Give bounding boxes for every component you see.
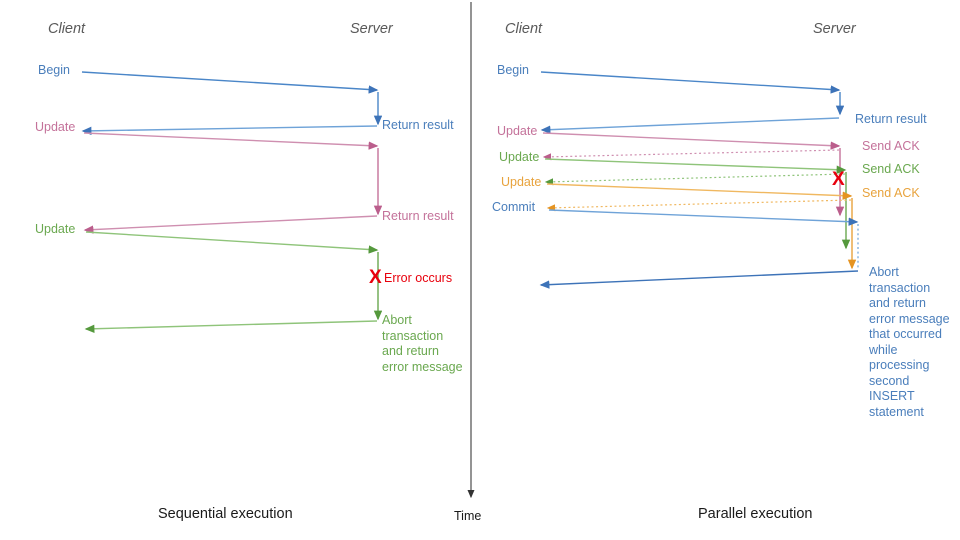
right-server-label-return-result: Return result [855, 112, 927, 126]
left-client-label-update-1: Update [35, 120, 76, 134]
right-server-label-send-ack-2: Send ACK [862, 162, 920, 176]
left-server-label-return-result-1: Return result [382, 118, 454, 132]
arrow-begin-request-p [540, 71, 841, 94]
left-server-label-error-occurs: Error occurs [384, 271, 453, 285]
arrow-abort-return [84, 320, 378, 333]
right-client-label-update-2: Update [499, 150, 540, 164]
left-abort-message: Abort transaction and return error messa… [382, 313, 463, 374]
right-error-x-icon: X [832, 169, 845, 190]
right-header-client: Client [505, 21, 543, 37]
left-header-client: Client [48, 21, 86, 37]
left-error-x-icon: X [369, 267, 382, 288]
arrow-update-2-request [85, 231, 379, 254]
left-panel-arrows [81, 71, 383, 333]
arrow-ack-1-p [542, 149, 840, 161]
right-panel-arrows [539, 71, 859, 289]
arrow-update-1-request-p [542, 132, 841, 150]
right-header-server: Server [813, 21, 856, 37]
right-server-label-send-ack-3: Send ACK [862, 186, 920, 200]
arrow-update-3-request-p [546, 183, 853, 200]
arrow-return-result-1 [81, 125, 378, 136]
arrow-ack-2-p [544, 173, 846, 186]
right-panel-caption: Parallel execution [698, 506, 813, 522]
arrow-abort-return-p [539, 270, 859, 289]
right-client-label-update-3: Update [501, 175, 542, 189]
arrow-return-result-p [540, 117, 840, 134]
right-client-label-begin: Begin [497, 63, 529, 77]
arrow-update-1-request [83, 132, 379, 150]
left-panel-caption: Sequential execution [158, 506, 293, 522]
arrow-begin-request [81, 71, 379, 94]
time-axis-label: Time [454, 509, 482, 523]
right-server-label-send-ack-1: Send ACK [862, 139, 920, 153]
left-client-label-update-2: Update [35, 222, 76, 236]
left-client-label-begin: Begin [38, 63, 70, 77]
arrow-update-2-request-p [544, 158, 847, 174]
arrow-return-result-2 [83, 215, 378, 234]
left-header-server: Server [350, 21, 393, 37]
right-abort-message: Abort transaction and return error messa… [869, 265, 950, 419]
left-server-label-return-result-2: Return result [382, 209, 454, 223]
arrow-ack-3-p [546, 199, 852, 212]
arrow-commit-request-p [548, 209, 859, 226]
right-client-label-commit: Commit [492, 200, 536, 214]
right-client-label-update-1: Update [497, 124, 538, 138]
